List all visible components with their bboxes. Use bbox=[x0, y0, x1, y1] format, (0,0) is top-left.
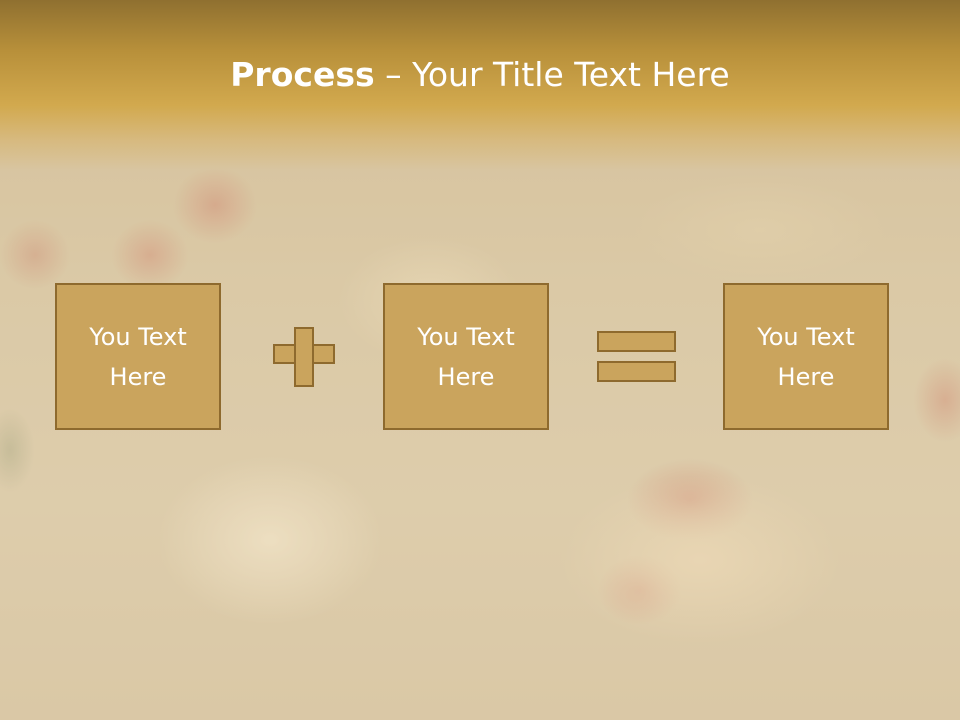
slide-title-bold: Process bbox=[230, 55, 375, 94]
equals-icon-top-bar bbox=[597, 331, 676, 352]
slide-title[interactable]: Process – Your Title Text Here bbox=[0, 52, 960, 98]
text-box-3[interactable]: You Text Here bbox=[723, 283, 889, 430]
text-box-2[interactable]: You Text Here bbox=[383, 283, 549, 430]
plus-icon-center bbox=[296, 346, 312, 362]
title-band bbox=[0, 0, 960, 170]
text-box-3-label: You Text Here bbox=[757, 322, 855, 391]
equals-icon-bottom-bar bbox=[597, 361, 676, 382]
text-box-2-label: You Text Here bbox=[417, 322, 515, 391]
text-box-1-label: You Text Here bbox=[89, 322, 187, 391]
slide-title-rest: – Your Title Text Here bbox=[374, 55, 730, 94]
text-box-1[interactable]: You Text Here bbox=[55, 283, 221, 430]
